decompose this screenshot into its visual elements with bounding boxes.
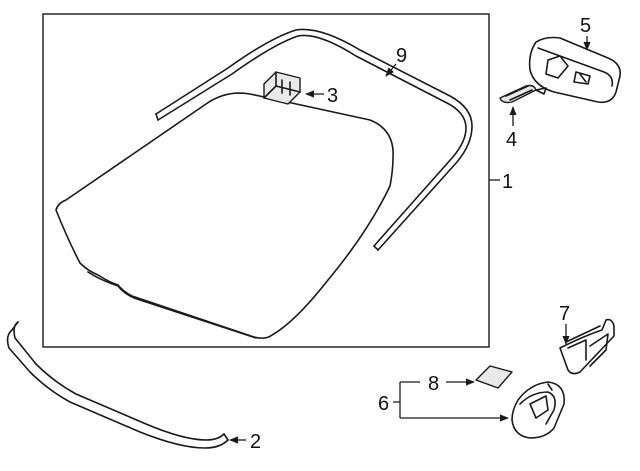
mirror-cover xyxy=(559,318,615,375)
callout-7: 7 xyxy=(559,303,570,325)
assembly-frame xyxy=(42,13,490,348)
callout-3: 3 xyxy=(327,85,338,107)
windshield-molding xyxy=(155,28,473,251)
callout-6: 6 xyxy=(378,393,389,415)
remote-fob xyxy=(511,381,565,439)
callout-2: 2 xyxy=(250,431,261,453)
callout-1: 1 xyxy=(502,171,513,193)
callout-9: 9 xyxy=(396,45,407,67)
lower-molding-strip xyxy=(6,321,229,449)
callout-4: 4 xyxy=(506,129,517,151)
callout-5: 5 xyxy=(580,15,591,37)
windshield-glass xyxy=(55,92,394,339)
mirror-mount-clip xyxy=(263,71,301,105)
mirror-bracket xyxy=(499,84,547,104)
leader-lines xyxy=(229,36,591,444)
callout-8: 8 xyxy=(428,373,439,395)
adhesive-pad xyxy=(475,365,513,389)
rear-view-mirror xyxy=(528,36,622,104)
